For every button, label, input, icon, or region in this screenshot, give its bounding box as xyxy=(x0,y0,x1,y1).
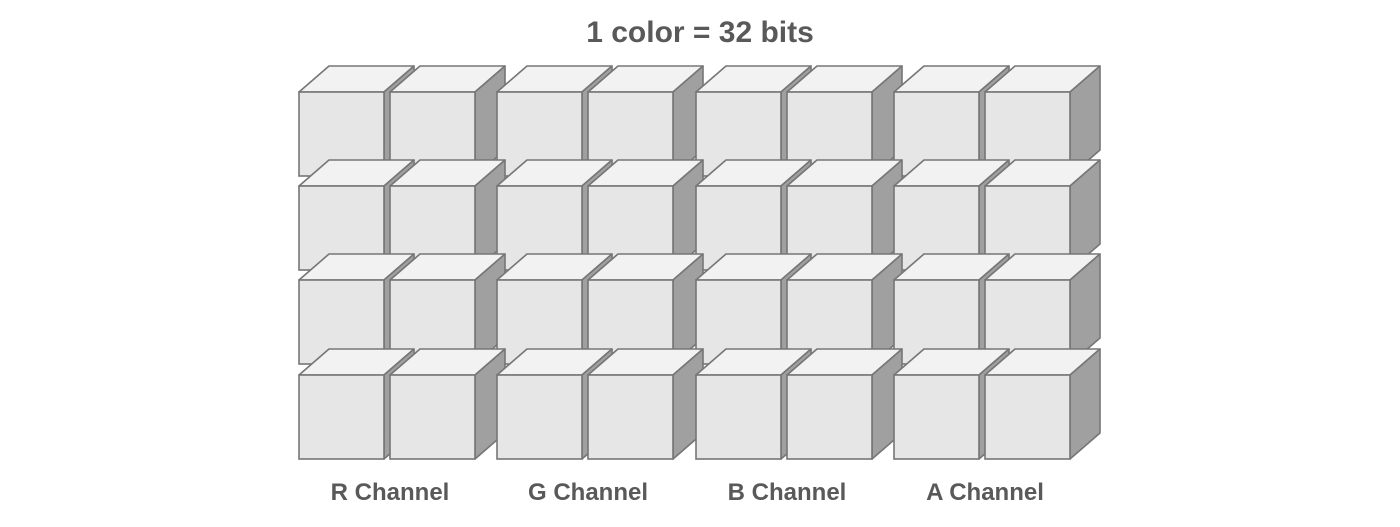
channel-label-r: R Channel xyxy=(331,479,450,506)
bit-cube xyxy=(587,253,704,365)
cube-front-face xyxy=(298,374,385,460)
channel-label-a: A Channel xyxy=(926,479,1044,506)
channel-label-g: G Channel xyxy=(528,479,648,506)
cube-front-face xyxy=(695,374,782,460)
diagram-title: 1 color = 32 bits xyxy=(586,16,814,49)
bit-cube xyxy=(786,253,903,365)
cube-front-face xyxy=(587,374,674,460)
bit-cube xyxy=(984,253,1101,365)
cube-front-face xyxy=(496,374,583,460)
bit-cube xyxy=(389,253,506,365)
bit-cube xyxy=(786,348,903,460)
cube-front-face xyxy=(389,374,476,460)
channel-labels: R Channel G Channel B Channel A Channel xyxy=(331,479,1044,506)
cube-front-face xyxy=(984,374,1071,460)
bit-cube xyxy=(389,348,506,460)
channel-label-b: B Channel xyxy=(728,479,847,506)
bit-cube xyxy=(984,348,1101,460)
bit-cube xyxy=(587,348,704,460)
cube-front-face xyxy=(893,374,980,460)
cube-front-face xyxy=(786,374,873,460)
bit-cubes xyxy=(298,65,1101,460)
